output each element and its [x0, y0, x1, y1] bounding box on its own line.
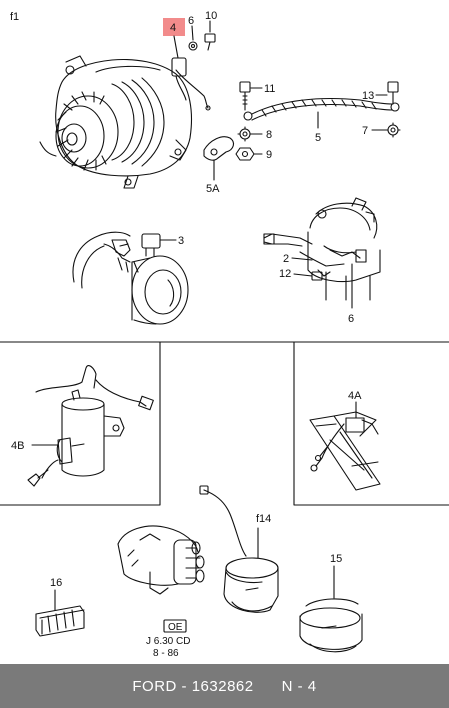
- coil-harness-4b: [27, 365, 154, 487]
- stamp-line2: 8 - 86: [153, 648, 179, 659]
- stamp-code: OE: [168, 622, 183, 633]
- label-5: 5: [315, 132, 321, 144]
- stamp-line1: J 6.30 CD: [146, 636, 190, 647]
- footer-diagram-ref: N - 4: [281, 677, 317, 695]
- label-6-top: 6: [188, 15, 194, 27]
- frame-4a: [293, 341, 449, 506]
- page-ref: f1: [10, 11, 19, 23]
- seal-strip-16: [35, 605, 85, 637]
- label-2: 2: [283, 253, 289, 265]
- distributor-cap: [117, 485, 247, 595]
- label-3: 3: [178, 235, 184, 247]
- label-15: 15: [330, 553, 342, 565]
- label-4a: 4A: [348, 390, 362, 402]
- washer-8: [237, 126, 253, 142]
- label-12: 12: [279, 268, 291, 280]
- shield-14: [223, 557, 279, 613]
- label-13: 13: [362, 90, 374, 102]
- distributor-assembly: [263, 197, 381, 301]
- bolt-10: [204, 33, 216, 51]
- label-10: 10: [205, 10, 217, 22]
- label-8: 8: [266, 129, 272, 141]
- footer-bar: FORD - 1632862 N - 4: [0, 664, 449, 708]
- washer-6: [188, 41, 198, 51]
- bracket-harness-4a: [309, 411, 381, 491]
- label-4b: 4B: [11, 440, 24, 452]
- leader-4: [173, 35, 179, 59]
- footer-part-number: 1632862: [191, 677, 254, 695]
- bolt-13: [387, 81, 399, 105]
- ignition-coil: [72, 231, 189, 325]
- label-14: f14: [256, 513, 271, 525]
- model-stamp: OE J 6.30 CD 8 - 86: [146, 619, 190, 659]
- label-11: 11: [264, 83, 275, 95]
- label-6-bottom: 6: [348, 313, 354, 325]
- bolt-11: [239, 81, 251, 111]
- frame-4b: [0, 341, 161, 506]
- footer-brand: FORD: [132, 677, 177, 695]
- label-5a: 5A: [206, 183, 220, 195]
- washer-7: [385, 122, 401, 138]
- footer-sep: -: [176, 677, 192, 695]
- label-16: 16: [50, 577, 62, 589]
- shield-15: [299, 598, 363, 653]
- label-7: 7: [362, 125, 368, 137]
- label-4: 4: [170, 22, 176, 34]
- footer-gap: [254, 678, 282, 695]
- parts-diagram: f1: [0, 10, 449, 659]
- ground-strap-5: [243, 98, 400, 121]
- label-9: 9: [266, 149, 272, 161]
- bracket-5a: [203, 136, 235, 161]
- highlight-box: [163, 18, 185, 36]
- alternator-drawing: [39, 55, 211, 189]
- nut-9: [235, 147, 255, 161]
